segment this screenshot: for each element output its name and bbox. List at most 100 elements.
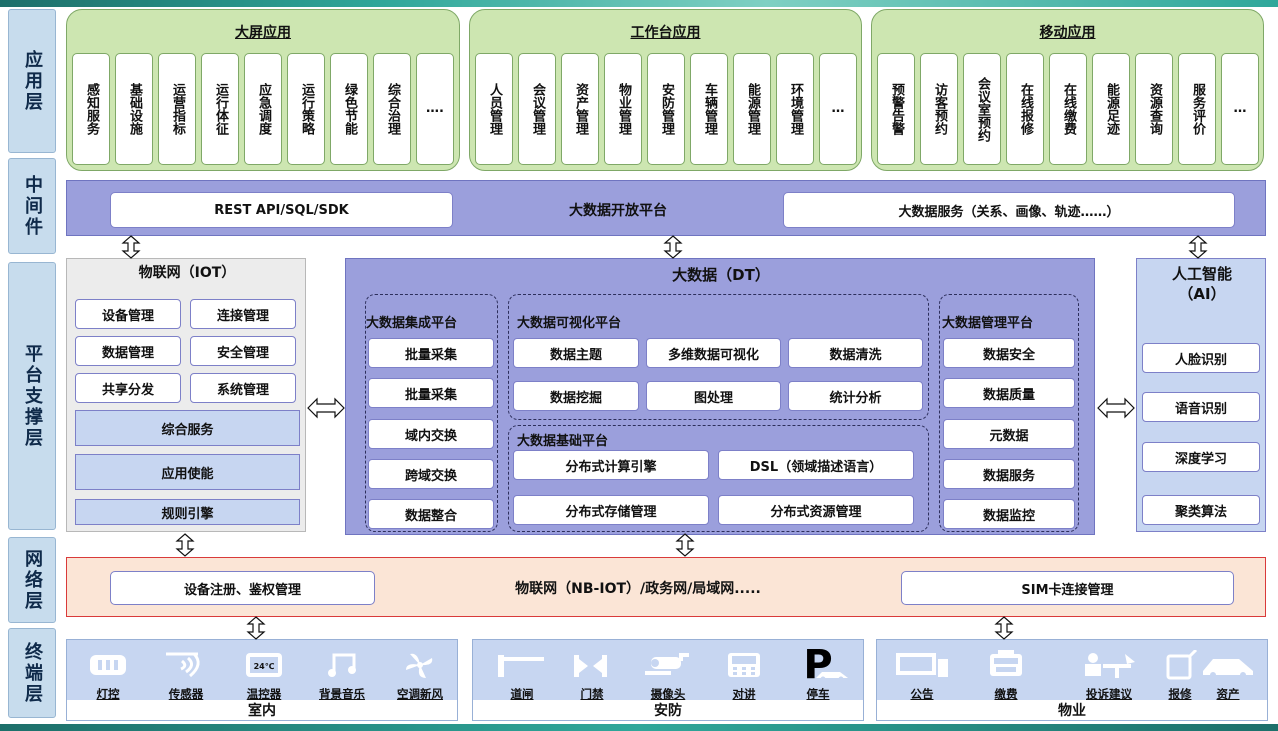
app-item-payment[interactable]: 在线缴费 <box>1049 53 1087 165</box>
app-item-more[interactable]: … <box>819 53 857 165</box>
app-group-title: 移动应用 <box>1039 25 1096 41</box>
app-item-asset[interactable]: 资产管理 <box>561 53 599 165</box>
dt-graph-processing[interactable]: 图处理 <box>646 381 781 411</box>
ai-panel: 人工智能 （AI） 人脸识别 语音识别 深度学习 聚类算法 <box>1136 258 1266 532</box>
terminal-access[interactable]: 门禁 <box>553 648 631 704</box>
app-item-more[interactable]: … <box>1221 53 1259 165</box>
app-item-alert[interactable]: 预警告警 <box>877 53 915 165</box>
app-group-workbench: 工作台应用 人员管理 会议管理 资产管理 物业管理 安防管理 车辆管理 能源管理… <box>469 9 862 171</box>
terminal-hvac[interactable]: 空调新风 <box>381 648 459 704</box>
app-item-energy[interactable]: 能源管理 <box>733 53 771 165</box>
app-item-vital-signs[interactable]: 运行体征 <box>201 53 239 165</box>
app-item-environment[interactable]: 环境管理 <box>776 53 814 165</box>
dt-distributed-resource[interactable]: 分布式资源管理 <box>718 495 914 525</box>
dt-dsl[interactable]: DSL（领域描述语言） <box>718 450 914 480</box>
terminal-sensor[interactable]: 传感器 <box>147 648 225 704</box>
terminal-pay[interactable]: 缴费 <box>967 648 1045 704</box>
app-item-green-energy[interactable]: 绿色节能 <box>330 53 368 165</box>
up-down-arrow-icon <box>121 235 141 259</box>
terminal-light[interactable]: 灯控 <box>69 648 147 704</box>
app-item-property[interactable]: 物业管理 <box>604 53 642 165</box>
app-item-personnel[interactable]: 人员管理 <box>475 53 513 165</box>
app-item-emergency[interactable]: 应急调度 <box>244 53 282 165</box>
network-sim-box[interactable]: SIM卡连接管理 <box>901 571 1234 605</box>
app-item-meeting[interactable]: 会议管理 <box>518 53 556 165</box>
music-note-icon <box>312 648 372 682</box>
dt-distributed-compute[interactable]: 分布式计算引擎 <box>513 450 709 480</box>
dt-data-service[interactable]: 数据服务 <box>943 459 1075 489</box>
ai-face-recognition[interactable]: 人脸识别 <box>1142 343 1260 373</box>
dt-mgmt-box <box>939 294 1079 532</box>
middleware-api-box[interactable]: REST API/SQL/SDK <box>110 192 453 228</box>
dt-data-integration[interactable]: 数据整合 <box>368 499 494 529</box>
terminal-intercom[interactable]: 对讲 <box>705 648 783 704</box>
terminal-repair[interactable]: 报修 <box>1141 648 1219 704</box>
app-item-more[interactable]: …. <box>416 53 454 165</box>
terminal-gate[interactable]: 道闸 <box>483 648 561 704</box>
iot-title: 物联网（IOT） <box>138 265 236 281</box>
dt-batch-collect-2[interactable]: 批量采集 <box>368 378 494 408</box>
dt-batch-collect-1[interactable]: 批量采集 <box>368 338 494 368</box>
terminal-complaint[interactable]: 投诉建议 <box>1063 648 1155 704</box>
dt-cross-domain-exchange[interactable]: 跨域交换 <box>368 459 494 489</box>
app-item-perception[interactable]: 感知服务 <box>72 53 110 165</box>
app-item-governance[interactable]: 综合治理 <box>373 53 411 165</box>
terminal-notice[interactable]: 公告 <box>883 648 961 704</box>
intercom-icon <box>714 648 774 682</box>
dt-metadata[interactable]: 元数据 <box>943 419 1075 449</box>
dt-multidim-visual[interactable]: 多维数据可视化 <box>646 338 781 368</box>
app-item-vehicle[interactable]: 车辆管理 <box>690 53 728 165</box>
dt-data-mining[interactable]: 数据挖掘 <box>513 381 639 411</box>
dt-data-monitor[interactable]: 数据监控 <box>943 499 1075 529</box>
layer-label-network: 网络层 <box>8 537 56 623</box>
iot-rule-engine[interactable]: 规则引擎 <box>75 499 300 525</box>
fan-icon <box>390 648 450 682</box>
layer-label-middleware: 中间件 <box>8 158 56 254</box>
dt-intra-domain-exchange[interactable]: 域内交换 <box>368 419 494 449</box>
middleware-band: REST API/SQL/SDK 大数据开放平台 大数据服务（关系、画像、轨迹…… <box>66 180 1266 236</box>
app-item-security[interactable]: 安防管理 <box>647 53 685 165</box>
iot-connection-mgmt-button[interactable]: 连接管理 <box>190 299 296 329</box>
terminal-security-title: 安防 <box>473 700 863 720</box>
dt-data-quality[interactable]: 数据质量 <box>943 378 1075 408</box>
app-item-visitor[interactable]: 访客预约 <box>920 53 958 165</box>
app-item-infrastructure[interactable]: 基础设施 <box>115 53 153 165</box>
svg-text:24℃: 24℃ <box>254 662 275 671</box>
ai-deep-learning[interactable]: 深度学习 <box>1142 442 1260 472</box>
sensor-icon <box>156 648 216 682</box>
app-item-service-rating[interactable]: 服务评价 <box>1178 53 1216 165</box>
dt-integration-title: 大数据集成平台 <box>366 316 458 331</box>
iot-panel: 物联网（IOT） 设备管理 连接管理 数据管理 安全管理 共享分发 系统管理 综… <box>66 258 306 532</box>
network-device-auth-box[interactable]: 设备注册、鉴权管理 <box>110 571 375 605</box>
app-item-repair[interactable]: 在线报修 <box>1006 53 1044 165</box>
iot-app-enablement[interactable]: 应用使能 <box>75 454 300 490</box>
left-right-arrow-icon <box>1097 397 1135 419</box>
middleware-service-box[interactable]: 大数据服务（关系、画像、轨迹……） <box>783 192 1235 228</box>
dt-data-cleaning[interactable]: 数据清洗 <box>788 338 923 368</box>
terminal-thermostat[interactable]: 24℃ 温控器 <box>225 648 303 704</box>
dt-stat-analysis[interactable]: 统计分析 <box>788 381 923 411</box>
app-item-strategy[interactable]: 运行策略 <box>287 53 325 165</box>
iot-security-mgmt-button[interactable]: 安全管理 <box>190 336 296 366</box>
middleware-center-label: 大数据开放平台 <box>569 203 667 219</box>
terminal-asset[interactable]: 资产 <box>1189 648 1267 704</box>
terminal-camera[interactable]: 摄像头 <box>629 648 707 704</box>
dt-distributed-storage[interactable]: 分布式存储管理 <box>513 495 709 525</box>
iot-integrated-service[interactable]: 综合服务 <box>75 410 300 446</box>
app-group-title: 大屏应用 <box>235 25 291 41</box>
up-down-arrow-icon <box>246 616 266 640</box>
terminal-music[interactable]: 背景音乐 <box>303 648 381 704</box>
app-item-resource-query[interactable]: 资源查询 <box>1135 53 1173 165</box>
iot-data-mgmt-button[interactable]: 数据管理 <box>75 336 181 366</box>
ai-speech-recognition[interactable]: 语音识别 <box>1142 392 1260 422</box>
dt-data-theme[interactable]: 数据主题 <box>513 338 639 368</box>
iot-device-mgmt-button[interactable]: 设备管理 <box>75 299 181 329</box>
app-item-energy-footprint[interactable]: 能源足迹 <box>1092 53 1130 165</box>
terminal-parking[interactable]: P 停车 <box>779 645 857 704</box>
app-item-room-booking[interactable]: 会议室预约 <box>963 53 1001 165</box>
dt-data-security[interactable]: 数据安全 <box>943 338 1075 368</box>
app-item-ops-indicators[interactable]: 运营指标 <box>158 53 196 165</box>
iot-system-mgmt-button[interactable]: 系统管理 <box>190 373 296 403</box>
ai-clustering[interactable]: 聚类算法 <box>1142 495 1260 525</box>
iot-share-button[interactable]: 共享分发 <box>75 373 181 403</box>
